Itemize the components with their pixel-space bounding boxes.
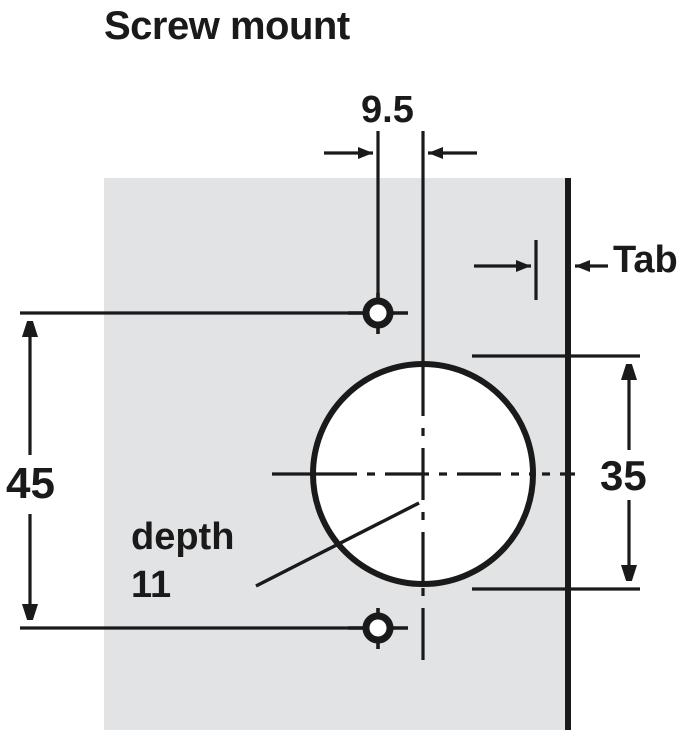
dimension-tab xyxy=(474,240,608,300)
screw-hole-bottom xyxy=(348,608,408,649)
depth-callout-label: depth xyxy=(131,516,235,558)
dimension-label-45: 45 xyxy=(6,459,55,508)
depth-callout-value: 11 xyxy=(131,564,172,606)
panel-right-edge xyxy=(565,178,571,730)
depth-leader-line xyxy=(255,501,420,588)
dimension-label-35: 35 xyxy=(600,452,647,499)
dimension-9-5 xyxy=(324,131,477,320)
dimension-45 xyxy=(20,311,395,630)
main-bore xyxy=(310,361,536,587)
page-title: Screw mount xyxy=(104,4,350,48)
dimension-label-9-5: 9.5 xyxy=(361,89,414,131)
dimension-35 xyxy=(472,354,640,591)
dimension-label-tab: Tab xyxy=(613,239,678,281)
screw-hole-top xyxy=(348,293,408,334)
